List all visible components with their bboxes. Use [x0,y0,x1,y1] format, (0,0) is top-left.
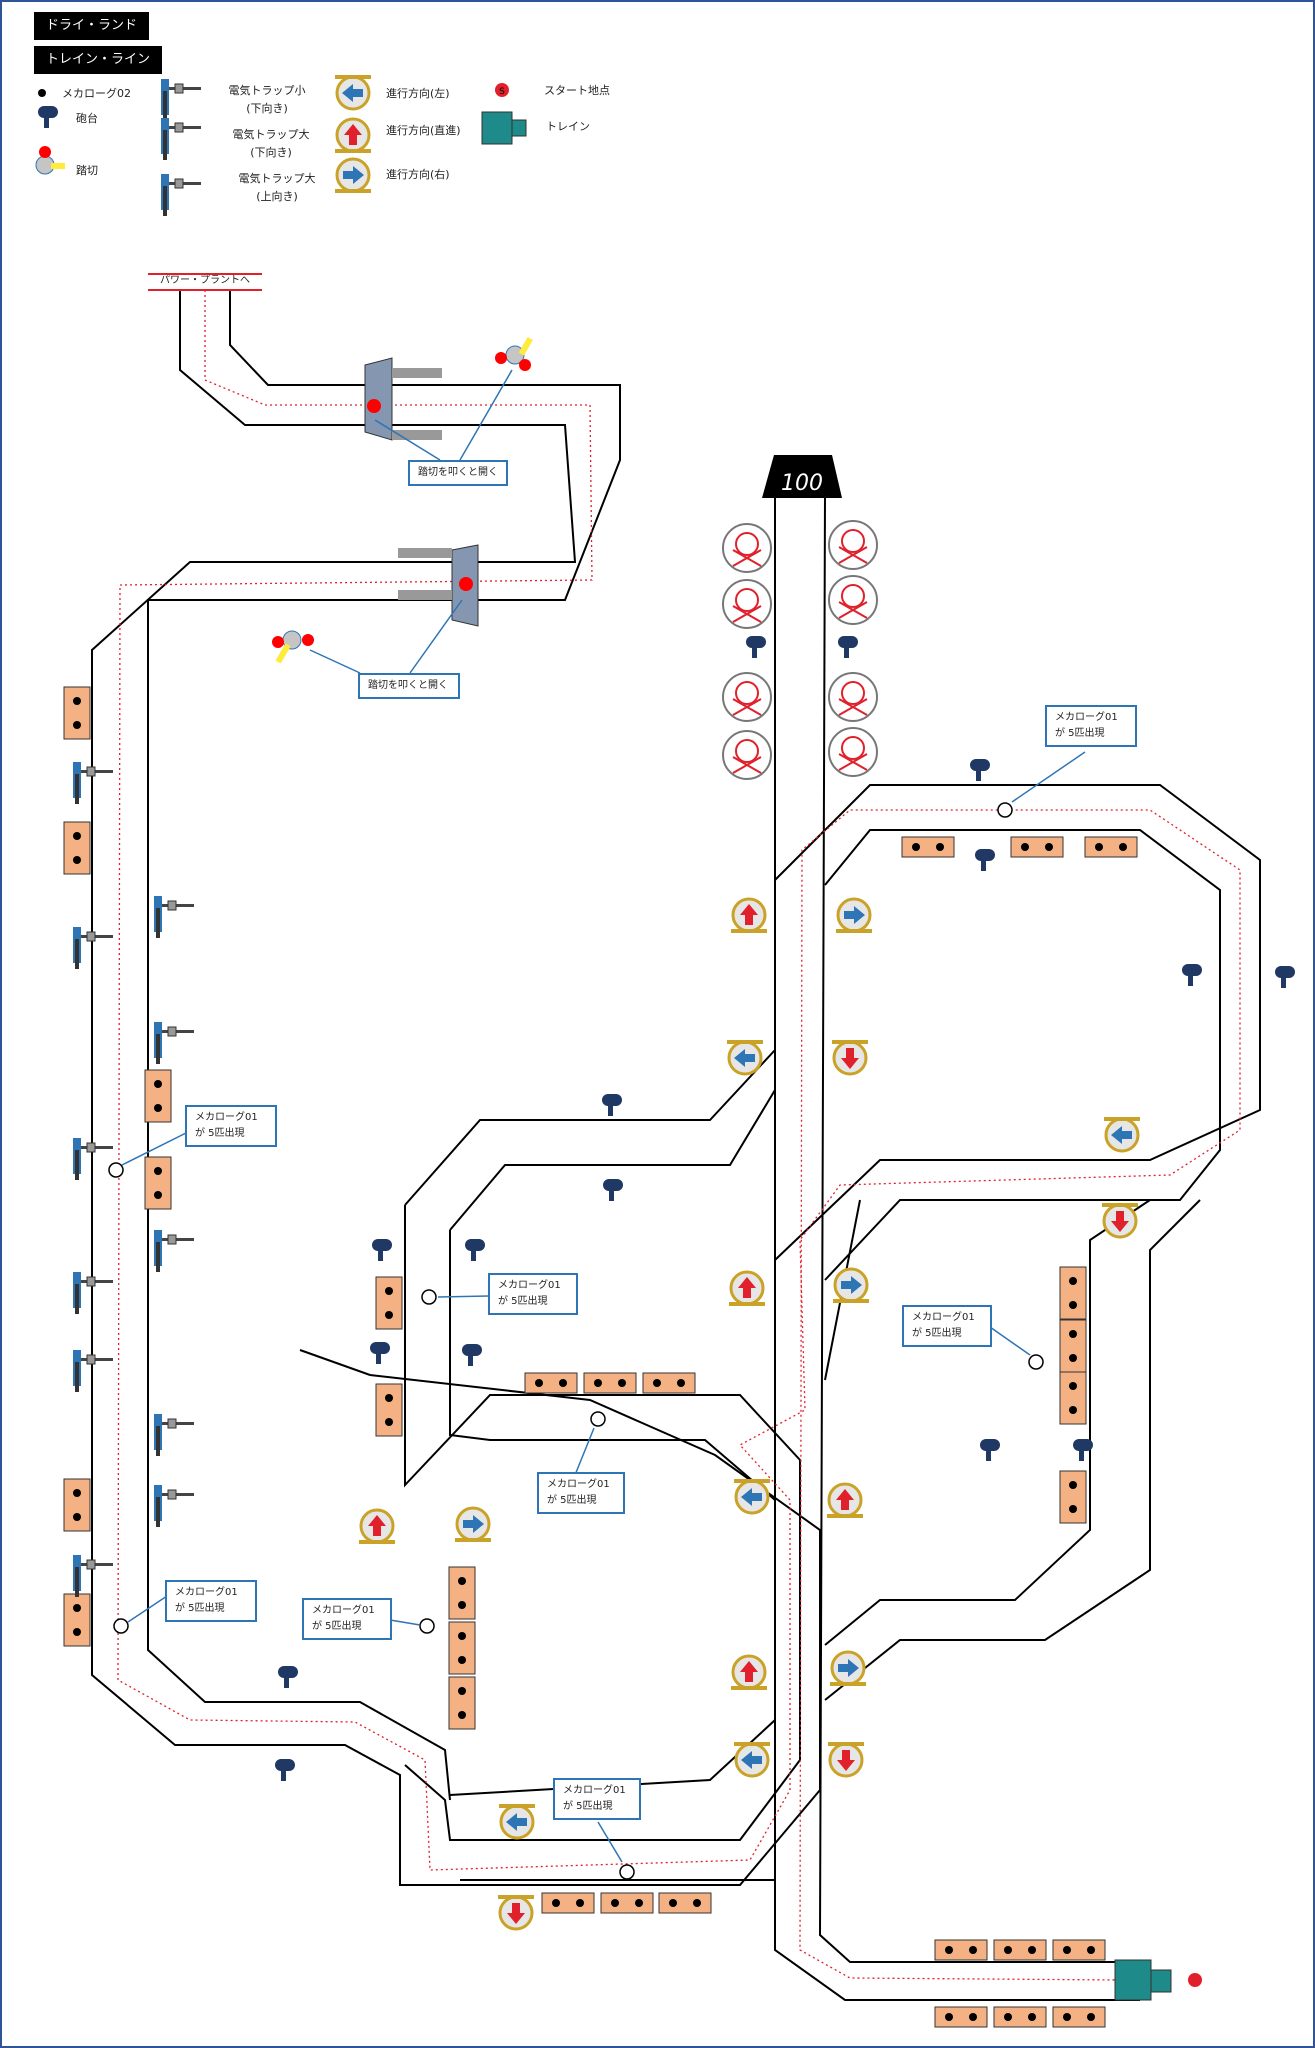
legend-dir-straight-label: 進行方向(直進) [386,124,461,137]
callout-spawn-5: メカローグ01が 5匹出現 [537,1472,625,1514]
crossing-gate-2 [398,544,479,627]
callout-spawn-4: メカローグ01が 5匹出現 [902,1305,992,1347]
legend-crossing-label: 踏切 [76,164,98,177]
callout-spawn-1: メカローグ01が 5匹出現 [1045,705,1137,747]
legend-cannon-label: 砲台 [76,112,98,125]
legend-dir-left-label: 進行方向(左) [386,87,450,100]
gate-100-sign: 100 [781,471,823,496]
legend-start-mark: S [499,87,505,97]
legend-start-label: スタート地点 [544,84,610,97]
callout-spawn-7: メカローグ01が 5匹出現 [302,1598,392,1640]
legend-trap-big-up-label: 電気トラップ大(上向き) [238,172,316,203]
legend-train-label: トレイン [546,120,590,133]
legend-dir-right-label: 進行方向(右) [386,168,450,181]
callout-crossing-1: 踏切を叩くと開く [408,460,508,486]
callout-spawn-2: メカローグ01が 5匹出現 [185,1105,277,1147]
legend-trap-small-label: 電気トラップ小(下向き) [228,84,306,115]
legend-trap-big-down-label: 電気トラップ大(下向き) [232,128,310,159]
line-title: トレイン・ライン [34,46,163,74]
powerplant-label: パワー・プラントへ [160,275,250,286]
callout-spawn-3: メカローグ01が 5匹出現 [488,1273,578,1315]
area-title: ドライ・ランド [34,12,150,40]
crossing-gate-1 [364,357,442,441]
legend-mecha-label: メカローグ02 [62,87,131,100]
callout-spawn-8: メカローグ01が 5匹出現 [553,1778,641,1820]
callout-crossing-2: 踏切を叩くと開く [358,673,460,699]
callout-spawn-6: メカローグ01が 5匹出現 [165,1580,257,1622]
